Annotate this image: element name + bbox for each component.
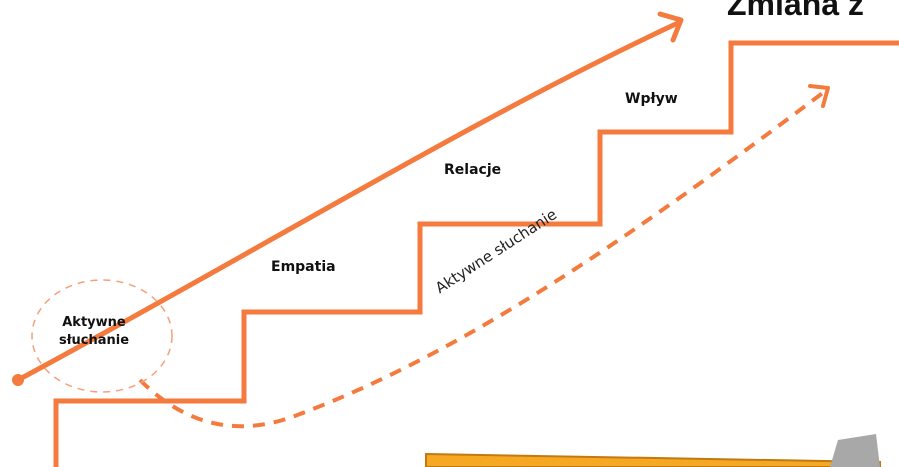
start-circle-label: Aktywne słuchanie bbox=[48, 314, 140, 350]
page-title: Zmiana z bbox=[727, 0, 864, 22]
bottom-box bbox=[425, 452, 881, 467]
dashed-curve-arrow bbox=[138, 90, 826, 429]
solid-arrow-head bbox=[657, 11, 684, 43]
start-circle-line1: Aktywne bbox=[62, 315, 126, 330]
start-circle-line2: słuchanie bbox=[58, 333, 130, 348]
step-label-empatia: Empatia bbox=[271, 259, 336, 275]
step-label-wplyw: Wpływ bbox=[625, 91, 678, 107]
dashed-arrow-head bbox=[808, 84, 830, 108]
arrow-start-dot bbox=[12, 374, 24, 386]
staircase-line bbox=[53, 40, 899, 467]
solid-growth-arrow bbox=[15, 19, 683, 383]
step-label-relacje: Relacje bbox=[444, 162, 502, 178]
start-dashed-circle bbox=[31, 279, 173, 393]
gray-block bbox=[830, 434, 880, 467]
